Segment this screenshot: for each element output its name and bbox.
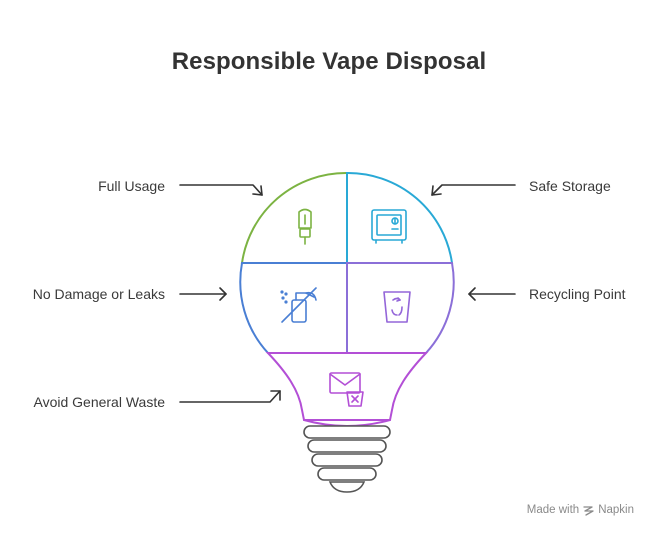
napkin-logo-icon: [583, 505, 594, 516]
arrow-full-usage: [179, 184, 263, 196]
label-avoid-general-waste: Avoid General Waste: [33, 394, 165, 410]
mail-trash-icon: [329, 372, 364, 407]
bulb-base: [303, 425, 391, 493]
label-safe-storage: Safe Storage: [529, 178, 611, 194]
watermark-brand: Napkin: [598, 504, 634, 516]
label-recycling-point: Recycling Point: [529, 286, 626, 302]
watermark-prefix: Made with: [526, 504, 580, 516]
page-title: Responsible Vape Disposal: [171, 48, 487, 75]
arrow-avoid-general-waste: [179, 390, 281, 403]
no-spray-icon: [280, 287, 317, 323]
quadrant-no-damage: [239, 262, 348, 354]
label-full-usage: Full Usage: [98, 178, 165, 194]
quadrant-full-usage: [240, 171, 348, 264]
watermark: Made with Napkin: [527, 504, 634, 516]
bulb-neck: [265, 352, 429, 421]
recycle-bin-icon: [383, 291, 411, 323]
label-no-damage: No Damage or Leaks: [32, 286, 165, 302]
safe-icon: [371, 209, 407, 244]
quadrant-safe-storage: [346, 171, 454, 264]
arrow-safe-storage: [431, 184, 516, 196]
quadrant-recycling-point: [346, 262, 455, 354]
vape-pen-icon: [298, 208, 312, 245]
